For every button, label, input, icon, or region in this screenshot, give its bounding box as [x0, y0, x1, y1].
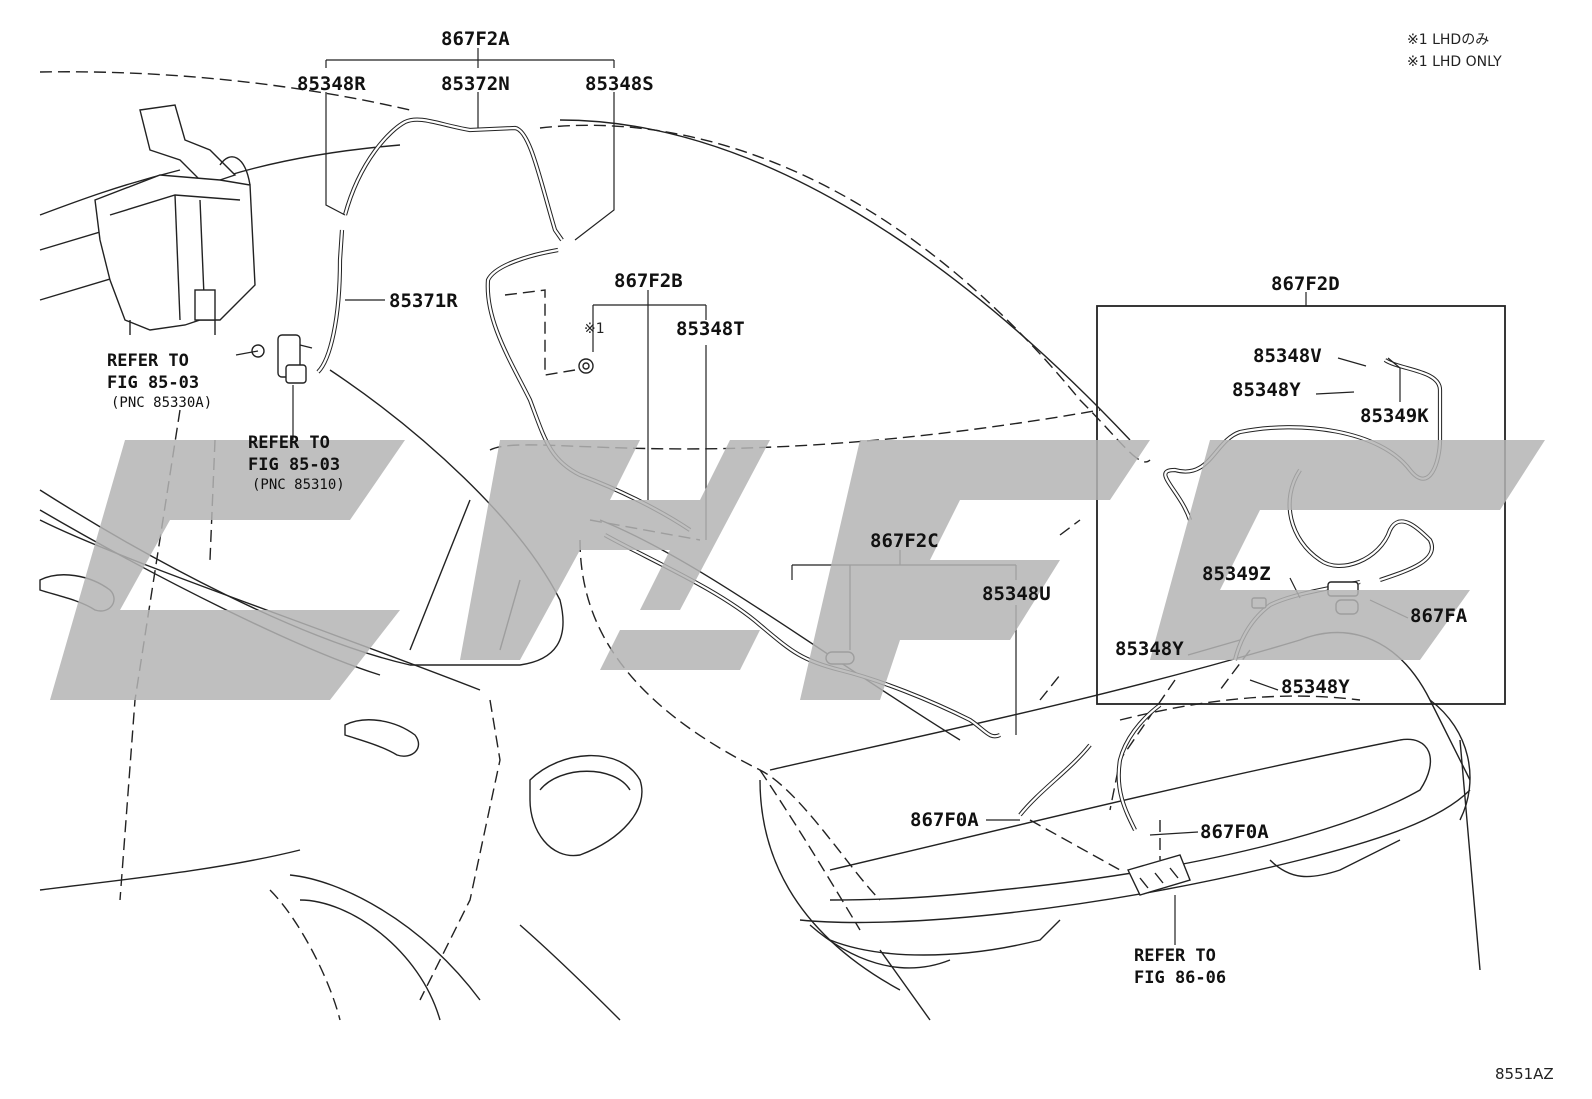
label-85348Y[interactable]: 85348Y [1115, 638, 1184, 660]
label-867F2C[interactable]: 867F2C [870, 530, 939, 552]
label-867F0A[interactable]: 867F0A [1200, 821, 1269, 843]
label-85348S[interactable]: 85348S [585, 73, 654, 95]
lhd-only-mark: ※1 [584, 321, 605, 337]
ref-pump-line1[interactable]: REFER TO [248, 433, 330, 453]
label-85371R[interactable]: 85371R [389, 290, 458, 312]
washer-pump-icon [251, 334, 313, 384]
label-85349K[interactable]: 85349K [1360, 405, 1429, 427]
label-867FA[interactable]: 867FA [1410, 605, 1468, 627]
washer-tank-icon [94, 104, 256, 335]
ref-pump-pnc: (PNC 85310) [252, 477, 345, 493]
ref-tank-pnc: (PNC 85330A) [111, 395, 212, 411]
license-lamp-icon [1127, 854, 1191, 896]
label-867F2D[interactable]: 867F2D [1271, 273, 1340, 295]
ref-lamp-line2[interactable]: FIG 86-06 [1134, 968, 1226, 988]
note-lhd-english: ※1 LHD ONLY [1407, 54, 1502, 70]
label-867F2B[interactable]: 867F2B [614, 270, 683, 292]
ref-tank-line2[interactable]: FIG 85-03 [107, 373, 199, 393]
ref-lamp-line1[interactable]: REFER TO [1134, 946, 1216, 966]
watermark [50, 440, 1545, 700]
label-867F2A[interactable]: 867F2A [441, 28, 510, 50]
label-867F0A[interactable]: 867F0A [910, 809, 979, 831]
ref-tank-line1[interactable]: REFER TO [107, 351, 189, 371]
label-85372N[interactable]: 85372N [441, 73, 510, 95]
label-85349Z[interactable]: 85349Z [1202, 563, 1271, 585]
label-85348V[interactable]: 85348V [1253, 345, 1322, 367]
reference-labels: REFER TO FIG 85-03 (PNC 85330A) REFER TO… [107, 351, 1226, 988]
label-85348Y[interactable]: 85348Y [1232, 379, 1301, 401]
leader-lines [235, 48, 1409, 945]
ref-pump-line2[interactable]: FIG 85-03 [248, 455, 340, 475]
note-lhd-japanese: ※1 LHDのみ [1407, 32, 1489, 48]
label-85348R[interactable]: 85348R [297, 73, 366, 95]
label-85348T[interactable]: 85348T [676, 318, 745, 340]
label-85348U[interactable]: 85348U [982, 583, 1051, 605]
grommet-icon [578, 358, 594, 374]
car-body-outline [39, 71, 1481, 1021]
group-867F2D-box [1096, 305, 1506, 705]
diagram-code: 8551AZ [1495, 1065, 1554, 1083]
label-85348Y[interactable]: 85348Y [1281, 676, 1350, 698]
part-labels: 867F2A 85348R 85372N 85348S 85371R 867F2… [297, 28, 1468, 843]
